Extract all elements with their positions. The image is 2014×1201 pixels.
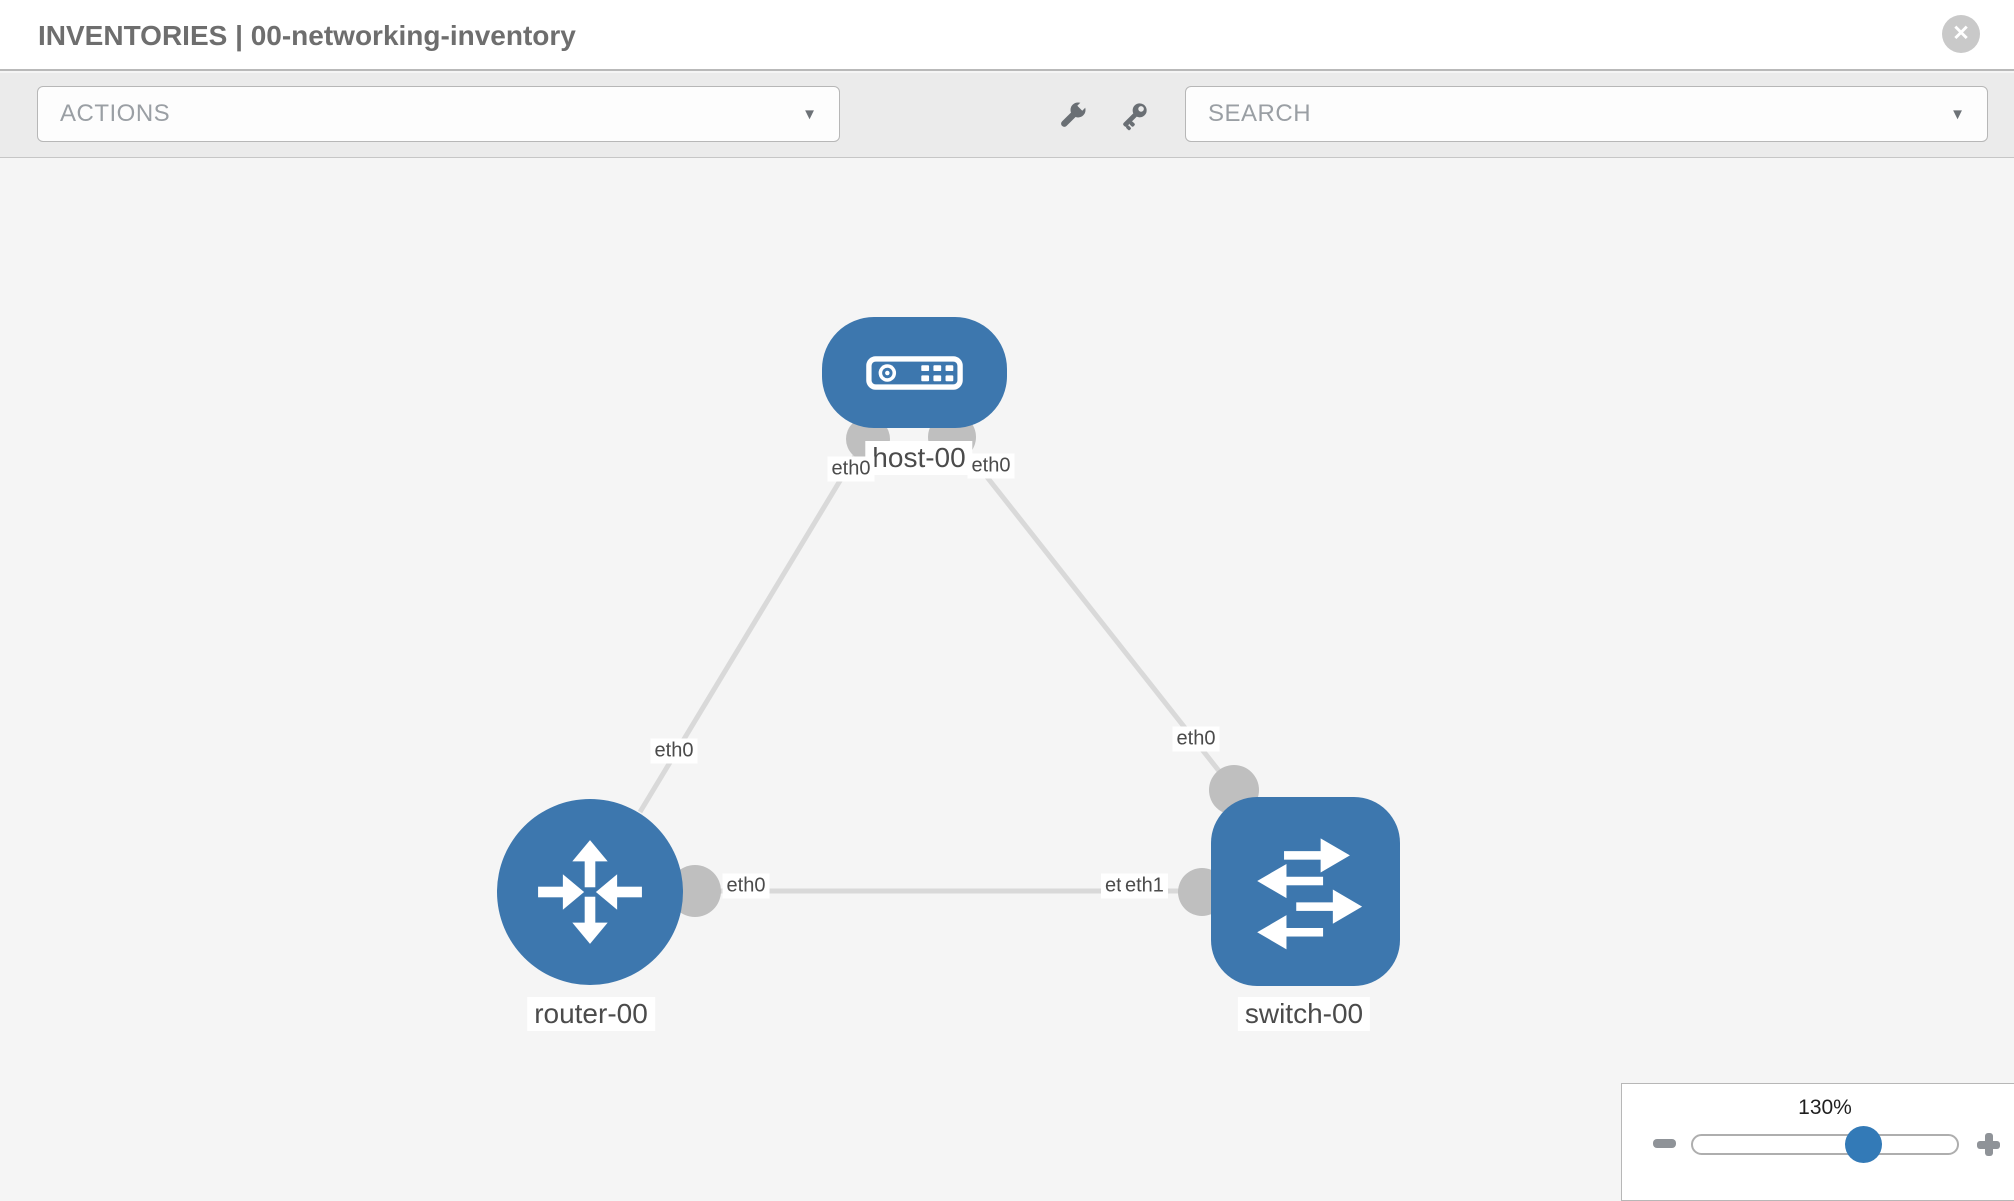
node-label-router: router-00	[527, 997, 655, 1031]
search-dropdown-label: SEARCH	[1208, 100, 1312, 127]
zoom-slider-knob[interactable]	[1845, 1126, 1882, 1163]
zoom-slider-track[interactable]	[1691, 1134, 1959, 1155]
if-label-host-right: eth0	[967, 453, 1015, 479]
node-host-00[interactable]	[822, 317, 1007, 428]
zoom-level-value: 130%	[1798, 1096, 1852, 1119]
if-label-router-right: eth0	[722, 873, 770, 899]
router-arrows-icon	[538, 840, 642, 944]
search-dropdown[interactable]: SEARCH ▼	[1185, 86, 1988, 142]
zoom-panel: 130%	[1621, 1083, 2014, 1201]
if-label-switch-top: eth0	[1172, 726, 1220, 752]
zoom-in-plus-icon[interactable]	[1977, 1133, 2000, 1156]
host-device-icon	[866, 355, 963, 390]
node-label-host: host-00	[865, 441, 973, 475]
wrench-icon[interactable]	[1055, 99, 1089, 133]
zoom-out-minus-icon[interactable]	[1653, 1139, 1676, 1148]
modal-header: INVENTORIES | 00-networking-inventory ✕	[0, 0, 2014, 71]
toolbar: ACTIONS ▼ SEARCH ▼	[0, 73, 2014, 158]
actions-dropdown[interactable]: ACTIONS ▼	[37, 86, 840, 142]
node-switch-00[interactable]	[1211, 797, 1400, 986]
topology-canvas[interactable]: host-00 router-00 switch-00 eth0 eth0 et…	[0, 158, 2014, 1201]
key-icon[interactable]	[1117, 99, 1151, 133]
if-label-router-top: eth0	[650, 738, 698, 764]
if-label-host-left: eth0	[827, 456, 875, 482]
actions-dropdown-label: ACTIONS	[60, 100, 171, 127]
page-title: INVENTORIES | 00-networking-inventory	[38, 20, 576, 51]
if-label-switch-left: eth1	[1121, 873, 1168, 899]
close-icon[interactable]: ✕	[1942, 15, 1980, 53]
switch-arrows-icon	[1256, 837, 1362, 949]
node-router-00[interactable]	[497, 799, 683, 985]
chevron-down-icon: ▼	[1950, 105, 1965, 123]
node-label-switch: switch-00	[1237, 997, 1371, 1031]
links-layer	[637, 413, 1259, 917]
chevron-down-icon: ▼	[802, 105, 817, 123]
